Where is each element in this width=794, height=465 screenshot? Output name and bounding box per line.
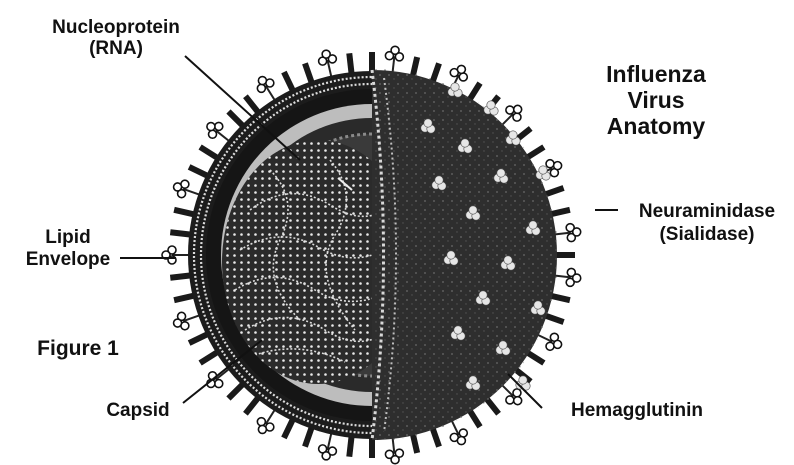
neuraminidase-spike (207, 367, 231, 387)
neuraminidase-spike (162, 246, 192, 264)
diagram-title-line-1: Influenza (606, 61, 706, 87)
label-hemagglutinin: Hemagglutinin (571, 400, 703, 421)
neuraminidase-spike (207, 122, 231, 142)
label-lipid: Lipid (45, 227, 90, 248)
figure-label: Figure 1 (37, 337, 119, 360)
neuraminidase-spike (257, 77, 276, 103)
neuraminidase-spike (174, 180, 203, 197)
neuraminidase-spike (174, 312, 203, 329)
label-nucleoprotein-sub: (RNA) (89, 38, 143, 59)
label-neuraminidase: Neuraminidase (639, 201, 775, 222)
diagram-title-line-2: Virus (627, 87, 684, 113)
label-capsid: Capsid (106, 400, 169, 421)
label-nucleoprotein: Nucleoprotein (52, 17, 180, 38)
label-lipid-sub: Envelope (26, 249, 110, 270)
surface-protein (448, 83, 462, 97)
surface-exterior (372, 60, 572, 450)
neuraminidase-spike (257, 407, 276, 433)
label-neuraminidase-sub: (Sialidase) (659, 224, 754, 245)
diagram-title-line-3: Anatomy (607, 113, 706, 139)
